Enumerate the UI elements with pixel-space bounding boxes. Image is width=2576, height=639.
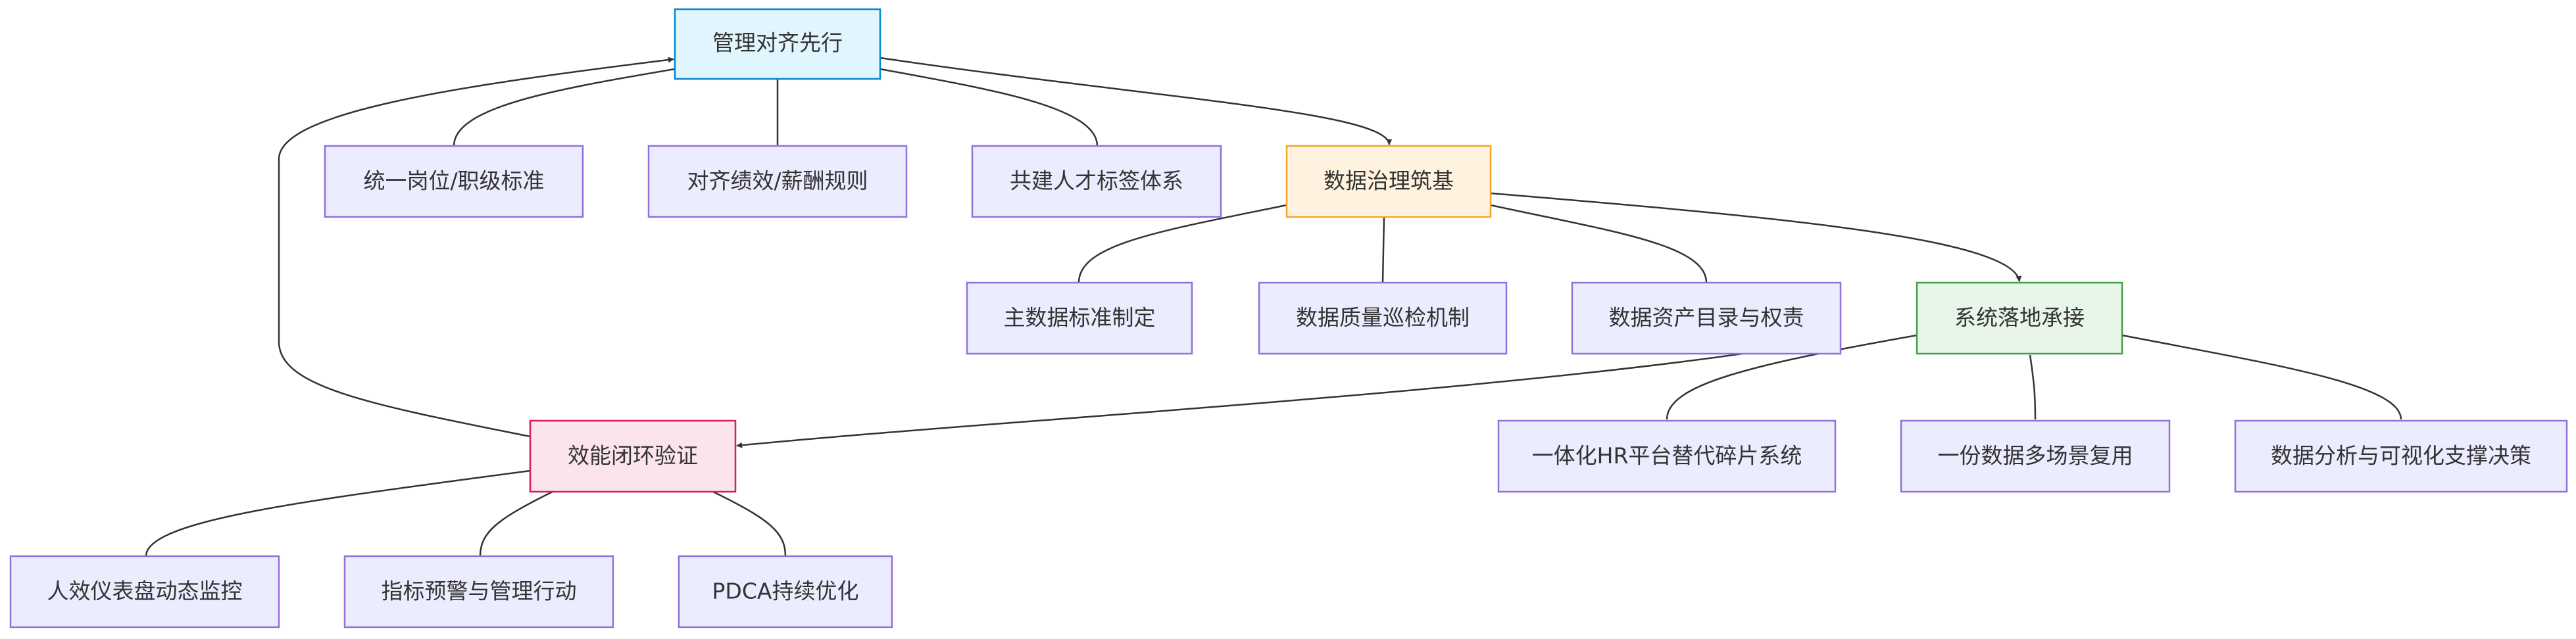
node-data-asset-catalog: 数据资产目录与权责 — [1571, 281, 1842, 355]
node-closed-loop: 效能闭环验证 — [529, 419, 737, 493]
node-pdca-optimization-label: PDCA持续优化 — [712, 579, 859, 604]
node-master-data-standard-label: 主数据标准制定 — [1004, 305, 1156, 331]
edges — [145, 57, 2402, 557]
node-data-governance: 数据治理筑基 — [1285, 145, 1492, 218]
node-master-data-standard: 主数据标准制定 — [966, 281, 1193, 355]
edge-loop-l1 — [145, 469, 531, 557]
node-indicator-alert-label: 指标预警与管理行动 — [382, 579, 577, 604]
edge-data-d3 — [1490, 204, 1708, 283]
edge-mgmt-m1 — [453, 68, 676, 147]
node-system-landing: 系统落地承接 — [1916, 281, 2123, 355]
edge-loop-l2 — [479, 490, 553, 557]
edge-data-sys — [1490, 192, 2022, 282]
edge-sys-loop — [736, 337, 1840, 448]
node-system-landing-label: 系统落地承接 — [1954, 305, 2085, 331]
edge-sys-s2 — [2029, 354, 2037, 420]
edge-data-d2 — [1381, 216, 1385, 283]
node-data-quality-inspection-label: 数据质量巡检机制 — [1296, 305, 1470, 331]
node-integrated-hr-platform: 一体化HR平台替代碎片系统 — [1497, 419, 1837, 493]
node-integrated-hr-platform-label: 一体化HR平台替代碎片系统 — [1532, 443, 1802, 469]
node-job-grade-standard-label: 统一岗位/职级标准 — [363, 168, 544, 194]
node-pdca-optimization: PDCA持续优化 — [678, 555, 893, 628]
edge-loop-mgmt — [278, 57, 674, 438]
edge-sys-s1 — [1666, 334, 1918, 420]
node-job-grade-standard: 统一岗位/职级标准 — [324, 145, 584, 218]
node-talent-tag-system-label: 共建人才标签体系 — [1010, 168, 1183, 194]
edge-data-d1 — [1077, 204, 1287, 283]
node-data-quality-inspection: 数据质量巡检机制 — [1258, 281, 1508, 355]
edge-loop-l3 — [712, 490, 787, 557]
node-closed-loop-label: 效能闭环验证 — [568, 443, 698, 469]
edge-mgmt-m3 — [879, 68, 1099, 147]
node-data-asset-catalog-label: 数据资产目录与权责 — [1609, 305, 1804, 331]
node-management: 管理对齐先行 — [674, 8, 881, 80]
node-efficiency-dashboard-label: 人效仪表盘动态监控 — [47, 579, 243, 604]
node-data-multi-reuse: 一份数据多场景复用 — [1900, 419, 2171, 493]
node-indicator-alert: 指标预警与管理行动 — [343, 555, 614, 628]
node-data-analysis-visualization-label: 数据分析与可视化支撑决策 — [2271, 443, 2531, 469]
edge-sys-s3 — [2121, 334, 2402, 420]
node-management-label: 管理对齐先行 — [712, 30, 843, 56]
node-data-multi-reuse-label: 一份数据多场景复用 — [1938, 443, 2133, 469]
node-talent-tag-system: 共建人才标签体系 — [971, 145, 1222, 218]
node-performance-pay-rules-label: 对齐绩效/薪酬规则 — [687, 168, 868, 194]
edge-mgmt-data — [879, 57, 1393, 145]
node-performance-pay-rules: 对齐绩效/薪酬规则 — [647, 145, 908, 218]
node-data-analysis-visualization: 数据分析与可视化支撑决策 — [2234, 419, 2568, 493]
node-data-governance-label: 数据治理筑基 — [1324, 168, 1454, 194]
node-efficiency-dashboard: 人效仪表盘动态监控 — [9, 555, 280, 628]
